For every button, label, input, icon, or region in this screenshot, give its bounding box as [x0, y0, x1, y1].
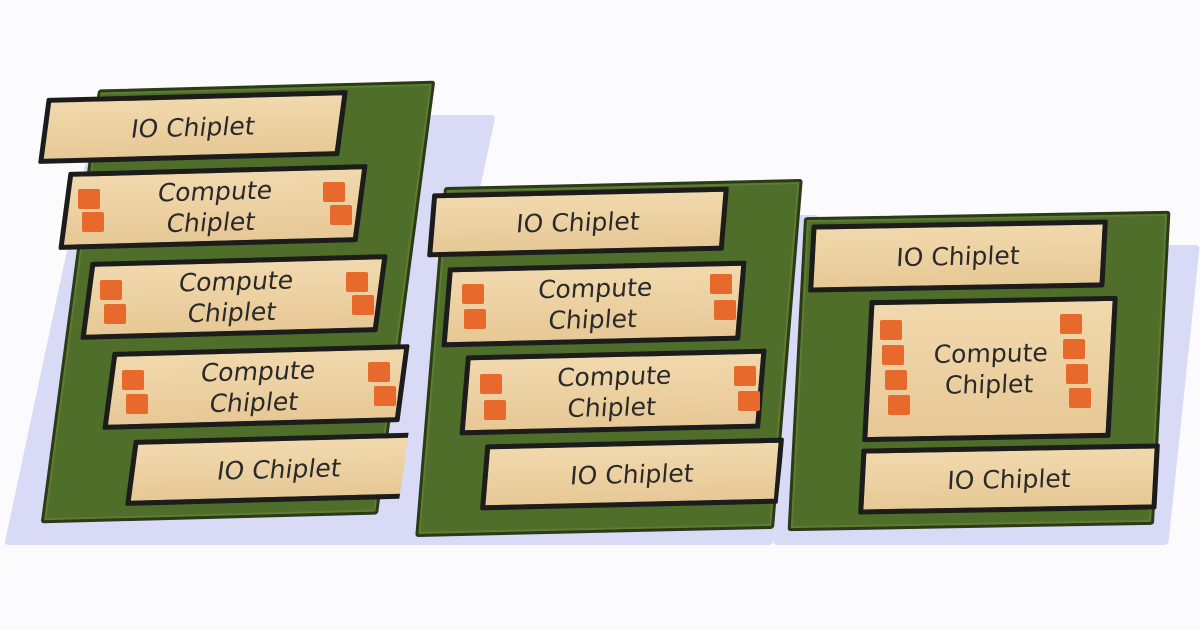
chiplet-label: Compute Chiplet	[932, 338, 1049, 400]
pad-icon	[710, 274, 732, 294]
io-chiplet: IO Chiplet	[808, 219, 1108, 293]
pad-icon	[1063, 339, 1085, 359]
pad-icon	[330, 205, 352, 225]
chiplet-label: IO Chiplet	[895, 240, 1021, 272]
pad-icon	[885, 370, 907, 390]
pad-icon	[122, 370, 144, 390]
pad-icon	[1060, 314, 1082, 334]
pad-icon	[882, 345, 904, 365]
pad-icon	[464, 309, 486, 329]
pad-icon	[126, 394, 148, 414]
io-chiplet: IO Chiplet	[858, 443, 1160, 515]
pad-icon	[374, 386, 396, 406]
pad-icon	[352, 295, 374, 315]
chiplet-label: IO Chiplet	[946, 463, 1072, 495]
pad-icon	[82, 212, 104, 232]
pad-icon	[78, 189, 100, 209]
pad-icon	[480, 374, 502, 394]
pad-icon	[484, 400, 506, 420]
pad-icon	[323, 182, 345, 202]
pad-icon	[880, 320, 902, 340]
pad-icon	[346, 272, 368, 292]
pad-icon	[734, 366, 756, 386]
pad-icon	[888, 395, 910, 415]
pad-icon	[104, 304, 126, 324]
pad-icon	[738, 391, 760, 411]
pad-icon	[368, 362, 390, 382]
pad-icon	[1069, 388, 1091, 408]
pad-icon	[714, 300, 736, 320]
pad-icon	[100, 280, 122, 300]
pad-icon	[1066, 364, 1088, 384]
pad-icon	[462, 284, 484, 304]
